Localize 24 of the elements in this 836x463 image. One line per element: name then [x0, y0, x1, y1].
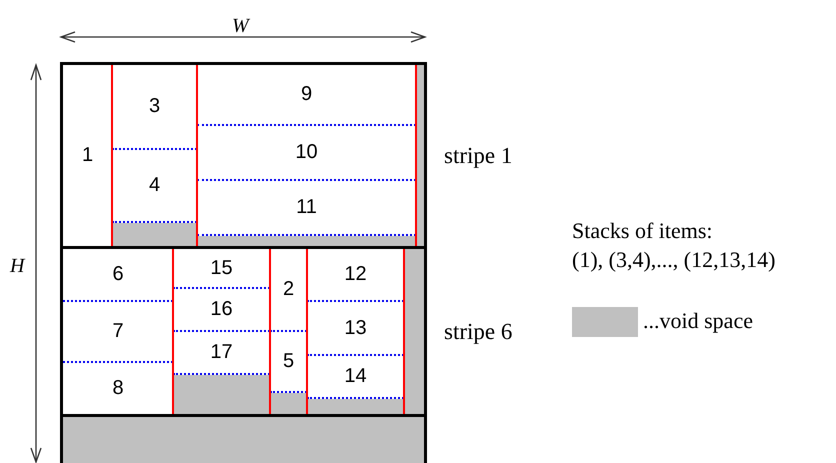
item-box: 10: [197, 126, 416, 181]
note-text: Stacks of items:: [572, 218, 713, 244]
item-box: 17: [173, 332, 270, 375]
item-box: 1: [63, 65, 112, 246]
item-box: 11: [197, 181, 416, 236]
item-box: 14: [307, 356, 404, 399]
stripe-label: stripe 1: [444, 142, 512, 168]
item-box: 4: [112, 150, 197, 223]
item-box: 2: [270, 249, 307, 332]
note-text: (1), (3,4),..., (12,13,14): [572, 247, 776, 272]
item-box: 15: [173, 249, 270, 289]
legend-label: ...void space: [643, 308, 753, 334]
item-box: 16: [173, 289, 270, 332]
item-box: 3: [112, 65, 197, 150]
item-box: 13: [307, 302, 404, 356]
dimension-label: W: [232, 16, 249, 36]
item-box: 12: [307, 249, 404, 302]
item-box: 5: [270, 332, 307, 393]
item-box: 7: [63, 302, 173, 363]
dimension-label: H: [10, 256, 24, 276]
item-box: 9: [197, 65, 416, 126]
stripe-label: stripe 6: [444, 318, 512, 344]
item-box: 8: [63, 363, 173, 414]
item-box: 6: [63, 249, 173, 302]
